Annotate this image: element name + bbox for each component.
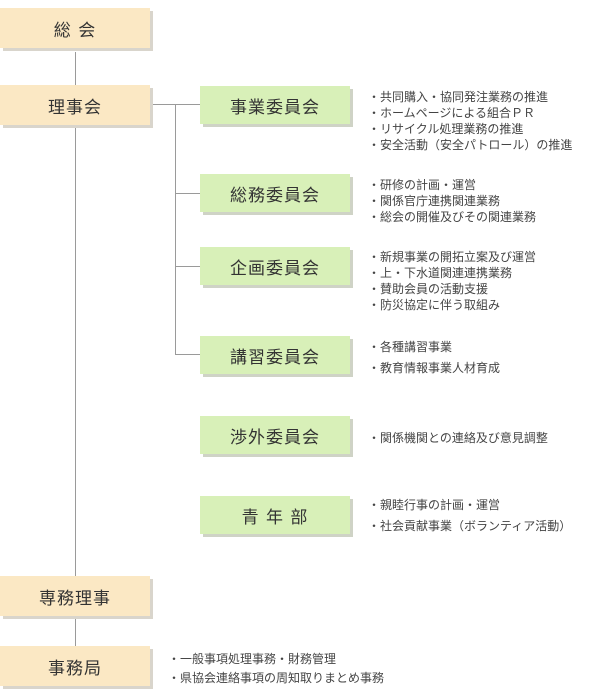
committee-label: 事業委員会 — [230, 97, 320, 118]
committee-box-seinenbu: 青 年 部 — [200, 496, 350, 534]
duty-item: ・研修の計画・運営 — [368, 178, 477, 192]
committee-box-somu: 総務委員会 — [200, 174, 350, 212]
senmu-box: 専務理事 — [0, 576, 150, 616]
duty-item: ・共同購入・協同発注業務の推進 — [368, 90, 549, 104]
jimukyoku-label: 事務局 — [48, 658, 102, 679]
duty-item: ・ホームページによる組合ＰＲ — [368, 106, 536, 120]
jimukyoku-box: 事務局 — [0, 646, 150, 686]
duty-item: ・各種講習事業 — [368, 340, 453, 354]
branch-koshu — [175, 354, 200, 355]
duties-somu: ・研修の計画・運営 ・関係官庁連携関連業務 ・総会の開催及びその関連業務 — [368, 177, 536, 225]
duty-item: ・一般事項処理事務・財務管理 — [168, 652, 337, 666]
duty-item: ・社会貢献事業（ボランティア活動） — [368, 519, 572, 533]
committee-label: 青 年 部 — [241, 507, 309, 528]
duties-koshu: ・各種講習事業 ・教育情報事業人材育成 — [368, 339, 500, 376]
committee-label: 講習委員会 — [230, 347, 320, 368]
duty-item: ・関係官庁連携関連業務 — [368, 194, 501, 208]
committee-box-kikaku: 企画委員会 — [200, 247, 350, 285]
senmu-label: 専務理事 — [39, 588, 111, 609]
branch-somu — [175, 193, 200, 194]
duties-jimukyoku: ・一般事項処理事務・財務管理 ・県協会連絡事項の周知取りまとめ事務 — [168, 650, 384, 688]
duties-seinenbu: ・親睦行事の計画・運営 ・社会貢献事業（ボランティア活動） — [368, 497, 571, 534]
duty-item: ・関係機関との連絡及び意見調整 — [368, 431, 548, 445]
committee-label: 企画委員会 — [230, 258, 320, 279]
committee-box-koshu: 講習委員会 — [200, 336, 350, 374]
senmu-jimukyoku-line — [75, 618, 76, 646]
duties-jigyo: ・共同購入・協同発注業務の推進 ・ホームページによる組合ＰＲ ・リサイクル処理業… — [368, 89, 572, 153]
duty-item: ・賛助会員の活動支援 — [368, 282, 489, 296]
duty-item: ・教育情報事業人材育成 — [368, 361, 501, 375]
duty-item: ・防災協定に伴う取組み — [368, 298, 501, 312]
duty-item: ・リサイクル処理業務の推進 — [368, 122, 524, 136]
rijikai-label: 理事会 — [48, 97, 102, 118]
sokai-box: 総 会 — [0, 8, 150, 48]
rijikai-box: 理事会 — [0, 85, 150, 125]
duty-item: ・総会の開催及びその関連業務 — [368, 210, 537, 224]
duty-item: ・上・下水道関連連携業務 — [368, 266, 513, 280]
committee-box-shogai: 渉外委員会 — [200, 416, 350, 454]
duty-item: ・安全活動（安全パトロール）の推進 — [368, 138, 573, 152]
main-vertical-line — [75, 52, 76, 576]
duties-kikaku: ・新規事業の開拓立案及び運営 ・上・下水道関連連携業務 ・賛助会員の活動支援 ・… — [368, 249, 536, 313]
committee-vertical-line — [175, 104, 176, 354]
committee-label: 渉外委員会 — [230, 427, 320, 448]
duty-item: ・親睦行事の計画・運営 — [368, 498, 501, 512]
committee-label: 総務委員会 — [230, 185, 320, 206]
branch-kikaku — [175, 266, 200, 267]
duty-item: ・県協会連絡事項の周知取りまとめ事務 — [168, 671, 385, 685]
committee-box-jigyo: 事業委員会 — [200, 86, 350, 124]
sokai-label: 総 会 — [53, 20, 97, 41]
duties-shogai: ・関係機関との連絡及び意見調整 — [368, 430, 548, 446]
duty-item: ・新規事業の開拓立案及び運営 — [368, 250, 537, 264]
